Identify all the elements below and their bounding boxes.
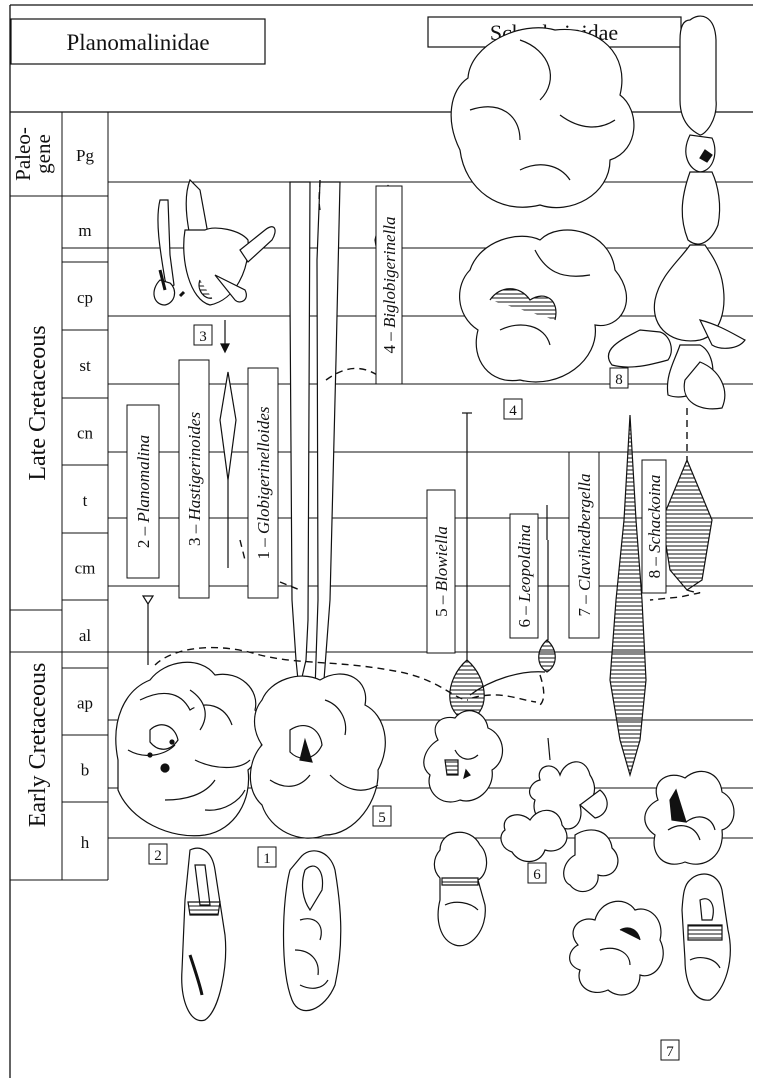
fossil-number-8: 8 — [610, 368, 628, 388]
fossil-6-leopoldina — [501, 762, 618, 892]
family-planomalinidae: Planomalinidae — [66, 30, 209, 55]
stage-label-ap: ap — [77, 694, 93, 713]
svg-text:6: 6 — [533, 867, 541, 883]
fossil-2-planomalina — [116, 662, 263, 1020]
svg-text:3: 3 — [199, 329, 207, 345]
fossil-number-5: 5 — [373, 806, 391, 826]
svg-text:1: 1 — [263, 851, 271, 867]
fossil-4-biglobigerinella — [451, 28, 634, 382]
svg-text:2: 2 — [154, 848, 162, 864]
genus-label-3: 3 – Hastigerinoides — [179, 360, 209, 598]
genus-label-2: 2 – Planomalina — [127, 405, 159, 578]
fossil-1-globigerinelloides — [250, 674, 385, 1011]
stage-label-cp: cp — [77, 288, 93, 307]
arrow-3 — [221, 320, 229, 352]
fossil-number-4: 4 — [504, 399, 522, 419]
stage-label-b: b — [81, 761, 90, 780]
svg-text:1 – Globigerinelloides: 1 – Globigerinelloides — [254, 406, 273, 559]
stage-label-t: t — [83, 491, 88, 510]
stage-label-st: st — [79, 356, 91, 375]
stage-labels: Pg m cp st cn t cm al ap b h — [75, 146, 96, 852]
period-paleogene-2: gene — [31, 134, 55, 174]
family-header-left: Planomalinidae — [11, 19, 265, 64]
genus-label-6: 6 – Leopoldina — [510, 514, 538, 638]
svg-text:2 – Planomalina: 2 – Planomalina — [134, 435, 153, 548]
period-early-cretaceous: Early Cretaceous — [25, 663, 51, 828]
genus-label-8: 8 – Schackoina — [642, 460, 666, 593]
stage-label-cm: cm — [75, 559, 96, 578]
fossil-number-6: 6 — [528, 863, 546, 883]
stage-label-m: m — [78, 221, 91, 240]
svg-text:7: 7 — [666, 1044, 674, 1060]
genus-label-1: 1 – Globigerinelloides — [248, 368, 278, 598]
fossil-number-1: 1 — [258, 847, 276, 867]
fossil-number-7: 7 — [661, 1040, 679, 1060]
svg-text:8: 8 — [615, 372, 623, 388]
svg-text:6 – Leopoldina: 6 – Leopoldina — [515, 525, 534, 628]
svg-text:4 – Biglobigerinella: 4 – Biglobigerinella — [380, 217, 399, 354]
svg-text:3 – Hastigerinoides: 3 – Hastigerinoides — [185, 412, 204, 546]
period-labels: Paleo- gene Late Cretaceous Early Cretac… — [11, 127, 55, 827]
genus-label-5: 5 – Blowiella — [427, 490, 455, 653]
stage-label-h: h — [81, 833, 90, 852]
fossil-number-2: 2 — [149, 844, 167, 864]
period-late-cretaceous: Late Cretaceous — [25, 325, 51, 480]
stage-label-Pg: Pg — [76, 146, 94, 165]
svg-text:5 – Blowiella: 5 – Blowiella — [432, 526, 451, 617]
genus-label-4: 4 – Biglobigerinella — [376, 186, 402, 384]
fossil-8-schackoina — [608, 16, 745, 409]
svg-text:4: 4 — [509, 403, 517, 419]
genus-label-7: 7 – Clavihedbergella — [569, 452, 599, 638]
fossil-number-3: 3 — [194, 325, 212, 345]
svg-text:8 – Schackoina: 8 – Schackoina — [645, 475, 664, 579]
svg-text:7 – Clavihedbergella: 7 – Clavihedbergella — [575, 474, 594, 617]
stage-label-al: al — [79, 626, 92, 645]
fossil-5-blowiella — [424, 711, 503, 946]
fossil-3-hastigerinoides — [154, 180, 275, 305]
stage-label-cn: cn — [77, 424, 94, 443]
svg-text:5: 5 — [378, 810, 386, 826]
